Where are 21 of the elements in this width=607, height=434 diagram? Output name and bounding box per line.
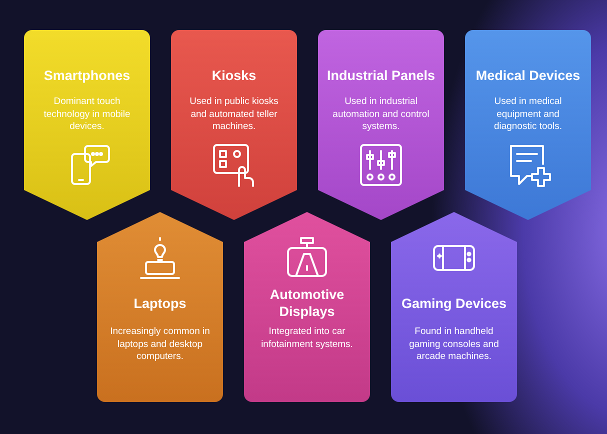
- pentagon-card: [171, 30, 297, 220]
- pentagon-card: [318, 30, 444, 220]
- card-description: Integrated into car infotainment systems.: [260, 326, 354, 351]
- card-description: Used in public kiosks and automated teller machines.: [188, 96, 280, 134]
- card-description: Increasingly common in laptops and desktop computers.: [109, 326, 211, 364]
- card-title: Gaming Devices: [401, 294, 507, 312]
- card-description: Dominant touch technology in mobile devices.: [42, 96, 132, 134]
- card-description: Used in industrial automation and control systems.: [332, 96, 430, 134]
- card-title: Kiosks: [212, 66, 256, 84]
- card-title: Laptops: [134, 294, 186, 312]
- card-description: Used in medical equipment and diagnostic tools.: [492, 96, 564, 134]
- card-title: Medical Devices: [476, 66, 580, 84]
- card-description: Found in handheld gaming consoles and arcade machines.: [408, 326, 500, 364]
- pentagon-card: [97, 212, 223, 402]
- card-title: Automotive Displays: [268, 286, 346, 320]
- pentagon-card: [244, 212, 370, 402]
- pentagon-card: [391, 212, 517, 402]
- card-title: Smartphones: [44, 66, 130, 84]
- pentagon-card: [465, 30, 591, 220]
- card-title: Industrial Panels: [326, 66, 436, 84]
- pentagon-card: [24, 30, 150, 220]
